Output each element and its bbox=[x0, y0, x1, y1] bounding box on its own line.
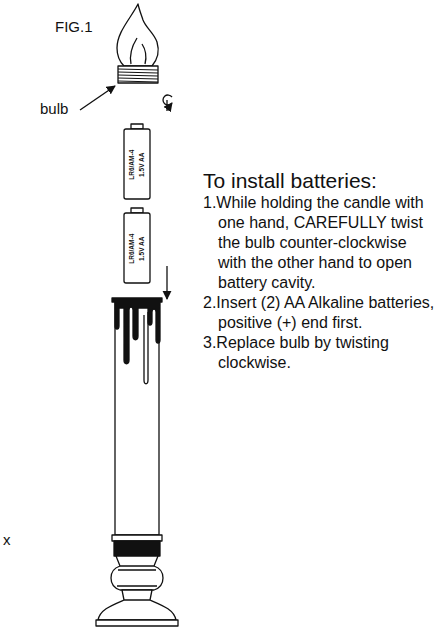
heading: To install batteries: bbox=[203, 168, 437, 193]
battery-marking: LR6/AM-4 bbox=[128, 233, 135, 263]
battery-marking: 1.5V AA bbox=[138, 152, 145, 176]
figure-label: FIG.1 bbox=[55, 18, 93, 36]
stray-mark: x bbox=[3, 531, 11, 549]
instruction-step: 3.Replace bulb by twisting clockwise. bbox=[203, 333, 437, 373]
battery-marking: 1.5V AA bbox=[138, 236, 145, 260]
instruction-step: 1.While holding the candle with one hand… bbox=[203, 193, 437, 293]
instructions: To install batteries:1.While holding the… bbox=[203, 168, 437, 373]
battery-marking: LR6/AM-4 bbox=[128, 149, 135, 179]
part-label: bulb bbox=[40, 100, 68, 118]
instruction-step: 2.Insert (2) AA Alkaline batteries, posi… bbox=[203, 293, 437, 333]
